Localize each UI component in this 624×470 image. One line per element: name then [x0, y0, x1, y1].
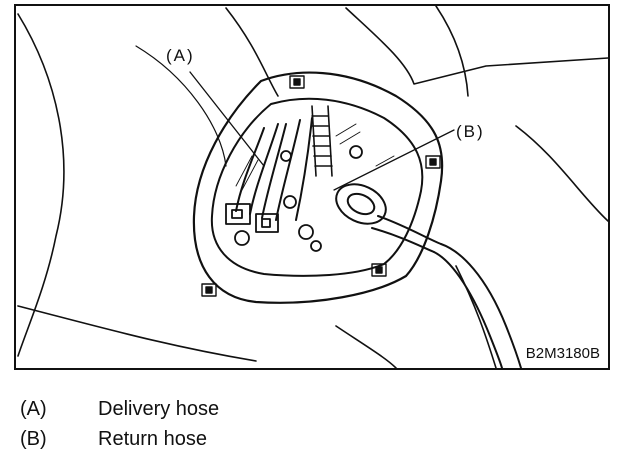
- fuel-pump-line-drawing: [17, 6, 608, 368]
- callout-b-label: (B): [456, 122, 485, 141]
- callout-a-label: (A): [166, 46, 195, 65]
- panel-crease: [435, 6, 469, 97]
- panel-edge-bottom-right: [455, 265, 497, 368]
- legend: (A) Delivery hose (B) Return hose: [20, 394, 219, 454]
- legend-key: (B): [20, 428, 47, 450]
- hose-connectors: [225, 145, 363, 252]
- panel-edge-top: [225, 7, 279, 97]
- leader-line-a: [189, 71, 265, 167]
- panel-edge-bottom-left: [17, 305, 257, 362]
- legend-label: Return hose: [98, 428, 207, 450]
- corrugated-hose: [311, 105, 333, 177]
- panel-edge-left: [17, 13, 65, 357]
- shading-lines: [235, 123, 395, 191]
- panel-edge-upper-right: [345, 7, 608, 85]
- legend-item: (B) Return hose: [20, 424, 219, 454]
- figure-code: B2M3180B: [525, 345, 600, 362]
- leader-line-b: [333, 129, 455, 191]
- plate-bolts: [201, 75, 441, 297]
- legend-label: Delivery hose: [98, 398, 220, 420]
- legend-item: (A) Delivery hose: [20, 394, 219, 424]
- hose-clamp-tool: [335, 183, 522, 368]
- delivery-hose-group: [235, 117, 313, 221]
- access-opening-inner: [210, 97, 424, 277]
- legend-key: (A): [20, 398, 47, 420]
- access-plate-outer: [192, 71, 444, 304]
- panel-contour-inner: [135, 45, 227, 167]
- panel-edge-bottom: [335, 325, 397, 368]
- technical-illustration: (A) (B) B2M3180B: [14, 4, 610, 370]
- panel-edge-right: [515, 125, 608, 222]
